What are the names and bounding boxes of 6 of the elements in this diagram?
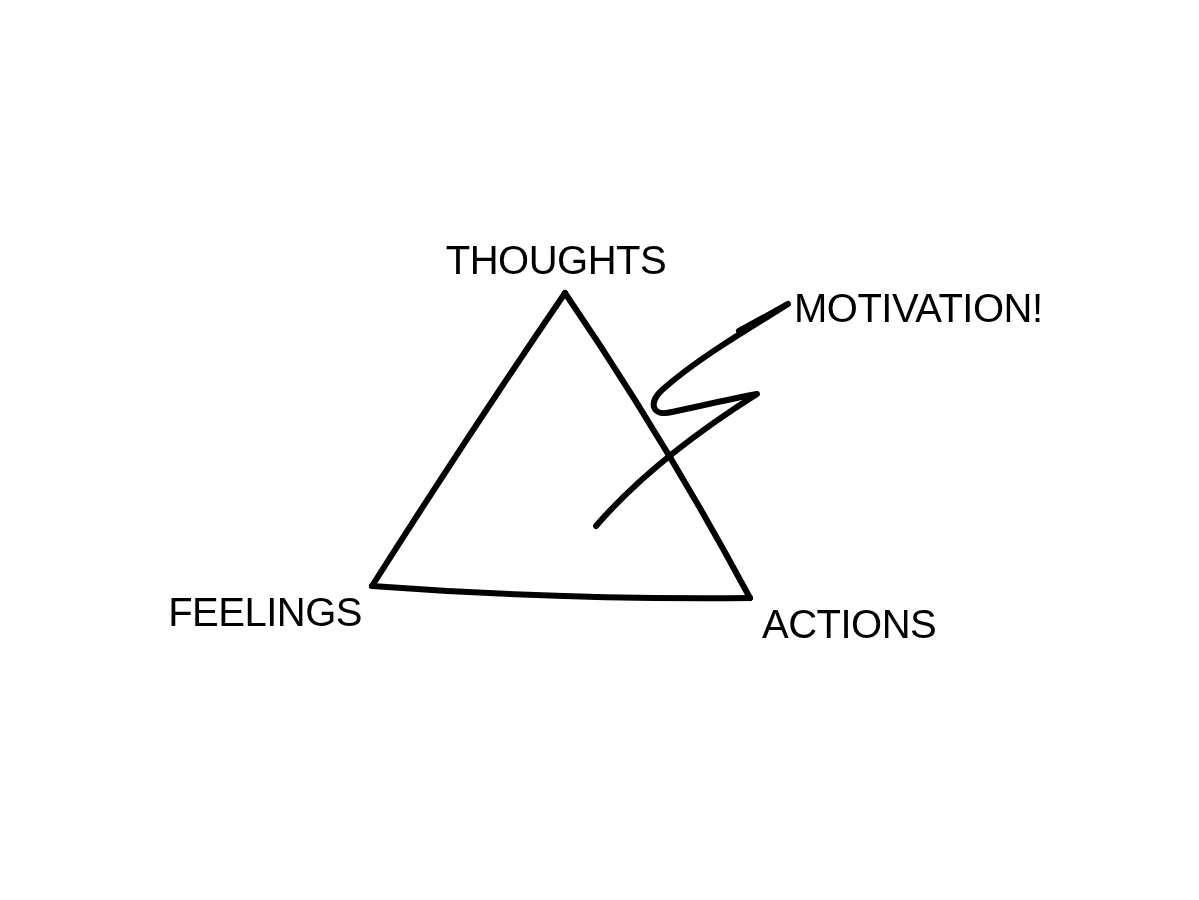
vertex-label: ACTIONS <box>762 604 937 644</box>
vertex-label: FEELINGS <box>168 592 362 632</box>
vertex-label: THOUGHTS <box>445 240 667 280</box>
callout-label: MOTIVATION! <box>794 288 1043 328</box>
leader-line <box>593 301 791 529</box>
triangle-side <box>562 290 753 601</box>
